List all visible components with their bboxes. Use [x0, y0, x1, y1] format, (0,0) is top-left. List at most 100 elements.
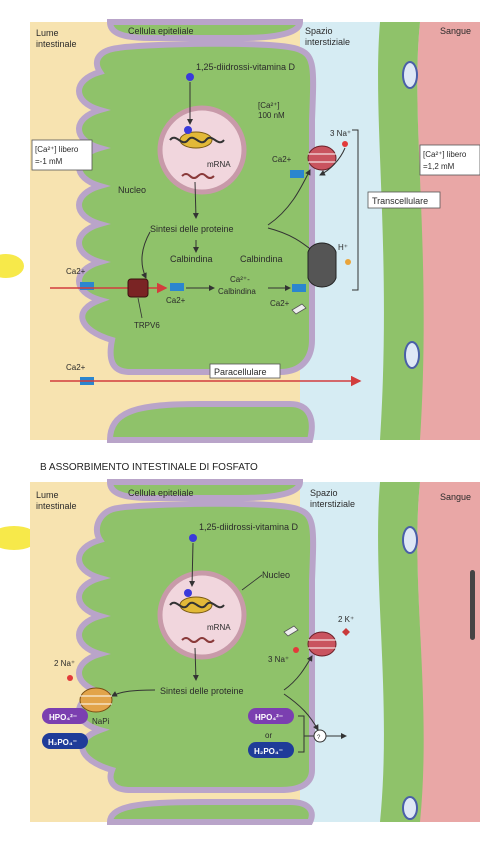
capillary-wall — [378, 22, 424, 440]
synthesis-to-pump-arrow-b — [283, 655, 313, 691]
nucleus-b — [157, 570, 247, 660]
na3-label-b: 3 Na⁺ — [268, 655, 289, 664]
nucleus-label-b: Nucleo — [262, 570, 290, 580]
synthesis-label-b: Sintesi delle proteine — [160, 686, 244, 696]
ca-ion-pump — [290, 170, 304, 178]
hpo4-pill-right — [248, 708, 294, 724]
h2po4-label-right: H₂PO₄⁻ — [254, 747, 283, 756]
calbindin-label: Calbindina — [170, 254, 213, 264]
lumen-label-line1: Lume — [36, 28, 59, 38]
synthesis-to-napi-arrow — [111, 689, 156, 697]
scrollbar-thumb[interactable] — [470, 570, 475, 640]
atp-icon-b — [283, 625, 299, 637]
h2po4-pill-left — [42, 733, 88, 749]
lower-cell-edge — [106, 401, 315, 443]
na-ion-icon-b2 — [293, 647, 299, 653]
trpv6-pointer — [137, 297, 143, 319]
na-entry-arrow — [319, 147, 346, 176]
h-ion-icon — [345, 259, 351, 265]
k2-label: 2 K⁺ — [338, 615, 354, 624]
upper-cell-edge — [106, 19, 304, 41]
vitd-molecule-icon-b — [189, 534, 197, 542]
vitd-label-b: 1,25-diidrossi-vitamina D — [199, 522, 299, 532]
ca-label-paracellular: Ca2+ — [66, 363, 86, 372]
phosphate-bracket — [298, 715, 305, 753]
lumen-label-line2: intestinale — [36, 39, 77, 49]
atp-icon — [291, 303, 307, 315]
ca-lumen-box — [31, 139, 93, 171]
dna-helix-b — [169, 601, 225, 609]
nucleus-label-a: Nucleo — [118, 185, 146, 195]
ca-intra-line1: [Ca²⁺] — [258, 101, 280, 110]
ca-label-cytosol: Ca2+ — [166, 296, 186, 305]
ca-lumen-line1: [Ca²⁺] libero — [35, 145, 79, 154]
ca-intra-line2: 100 nM — [258, 111, 285, 120]
paracellular-box — [209, 363, 281, 379]
cell-label: Cellula epiteliale — [128, 26, 194, 36]
space-label-line2: interstiziale — [305, 37, 350, 47]
panel-b: 1,25-diidrossi-vitamina D Lume intestina… — [30, 479, 480, 825]
space-label-line1: Spazio — [305, 26, 333, 36]
ca-ion-exit — [292, 284, 306, 292]
blood-region-b — [417, 482, 480, 822]
h2po4-pill-right — [248, 742, 294, 758]
ca-label-pump: Ca2+ — [272, 155, 292, 164]
ca-calbindin-line1: Ca²⁺- — [230, 275, 250, 284]
vitd-bound-icon — [184, 126, 192, 134]
lumen-label-b-line2: intestinale — [36, 501, 77, 511]
ca-ion-lumen — [80, 282, 94, 290]
lower-cell-edge-b — [106, 799, 315, 825]
mrna-arrow-b — [192, 647, 199, 681]
or-label: or — [265, 731, 272, 740]
ca-ion-cytosol — [170, 283, 184, 291]
mrna-strand — [181, 173, 215, 179]
ca-label-lumen: Ca2+ — [66, 267, 86, 276]
nucleus-pointer-b — [241, 574, 263, 591]
transcellular-label: Transcellulare — [372, 196, 428, 206]
na-ion-icon-b — [67, 675, 73, 681]
hpo4-label-right: HPO₄²⁻ — [255, 713, 283, 722]
ca-calbindin-line2: Calbindina — [218, 287, 256, 296]
highlight-mark-top — [0, 254, 24, 278]
vitd-arrow-b — [189, 542, 196, 587]
synthesis-to-trpv6-arrow — [141, 231, 151, 279]
na3-label: 3 Na⁺ — [330, 129, 351, 138]
capillary-wall-b — [378, 482, 424, 822]
ca-label-exit: Ca2+ — [270, 299, 290, 308]
highlight-mark-bottom — [0, 526, 38, 550]
vitd-bound-icon-b — [184, 589, 192, 597]
ca-blood-box — [419, 144, 480, 176]
vitd-molecule-icon — [186, 73, 194, 81]
capillary-nucleus-top — [402, 61, 418, 89]
dna-helix — [169, 136, 225, 144]
space-label-b-line2: interstiziale — [310, 499, 355, 509]
blood-label-b: Sangue — [440, 492, 471, 502]
hpo4-pill-left — [42, 708, 88, 724]
upper-cell-edge-b — [106, 479, 304, 501]
lumen-label-b-line1: Lume — [36, 490, 59, 500]
k-ion-icon — [342, 628, 350, 636]
synthesis-to-pump-arrow — [267, 169, 311, 226]
h-label: H⁺ — [338, 243, 348, 252]
na-ca-exchanger-icon — [307, 145, 337, 171]
h2po4-label-left: H₂PO₄⁻ — [48, 738, 77, 747]
hpo4-label-left: HPO₄²⁻ — [49, 713, 77, 722]
mrna-label-a: mRNA — [207, 160, 231, 169]
capillary-nucleus-b — [402, 526, 418, 554]
trpv6-label: TRPV6 — [134, 321, 160, 330]
na2-label: 2 Na⁺ — [54, 659, 75, 668]
ca-blood-line2: =1,2 mM — [423, 162, 455, 171]
na-k-pump-icon — [307, 631, 337, 657]
vitd-label: 1,25-diidrossi-vitamina D — [196, 62, 296, 72]
mrna-label-b: mRNA — [207, 623, 231, 632]
napi-transporter-icon — [79, 687, 113, 713]
napi-label: NaPi — [92, 717, 110, 726]
mrna-arrow-a — [192, 181, 199, 219]
panel-a: 1,25-diidrossi-vitamina D Lume intestina… — [30, 19, 480, 443]
blood-label: Sangue — [440, 26, 471, 36]
paracellular-label: Paracellulare — [214, 367, 267, 377]
mrna-strand-b — [181, 637, 215, 643]
capillary-nucleus-b2 — [402, 796, 418, 820]
